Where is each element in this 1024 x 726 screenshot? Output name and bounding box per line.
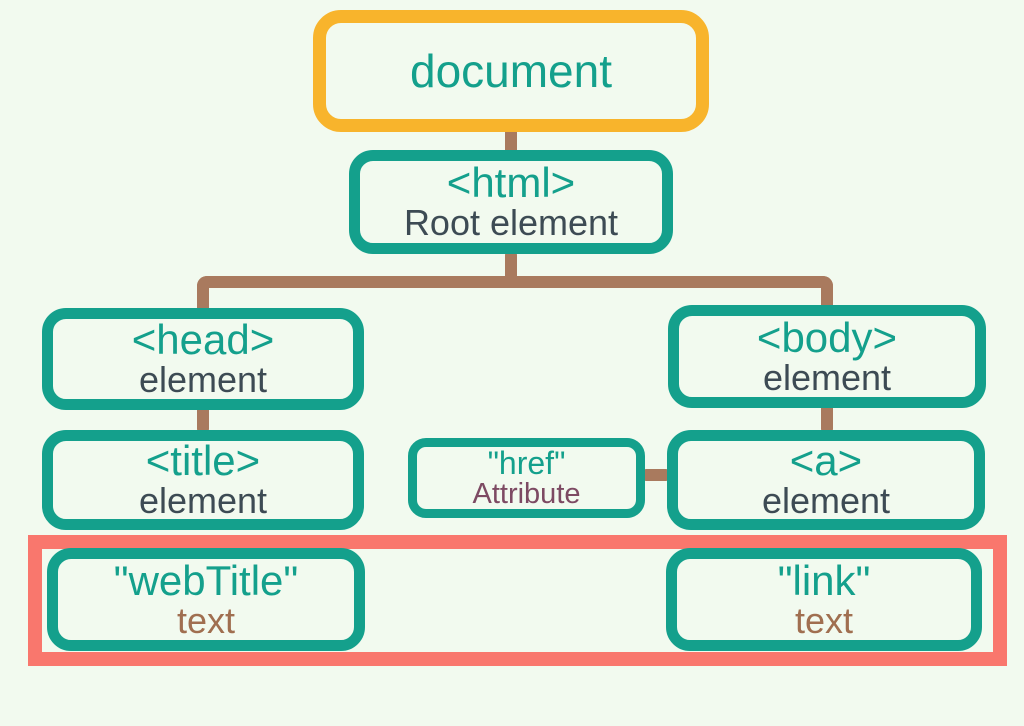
branch-connector-head-body bbox=[197, 276, 833, 310]
node-href-tag: "href" bbox=[487, 444, 566, 481]
node-href-sublabel: Attribute bbox=[472, 477, 581, 510]
node-document: document bbox=[313, 10, 709, 132]
highlight-rectangle bbox=[28, 535, 1007, 666]
connector-html-branch bbox=[505, 252, 517, 282]
connector-href-a bbox=[643, 469, 669, 481]
node-title-tag: <title> bbox=[145, 437, 261, 485]
node-webtitle-text: "webTitle" text bbox=[47, 548, 365, 651]
node-html: <html> Root element bbox=[349, 150, 673, 254]
node-title: <title> element bbox=[42, 430, 364, 530]
node-webtitle-tag: "webTitle" bbox=[113, 556, 299, 604]
node-href-attribute: "href" Attribute bbox=[408, 438, 645, 518]
node-a: <a> element bbox=[667, 430, 985, 530]
node-a-sublabel: element bbox=[761, 480, 891, 522]
node-body-tag: <body> bbox=[756, 313, 898, 361]
connector-head-title bbox=[197, 406, 209, 432]
node-link-sublabel: text bbox=[794, 599, 854, 641]
node-title-sublabel: element bbox=[138, 480, 268, 522]
node-document-label: document bbox=[409, 44, 612, 97]
node-body-sublabel: element bbox=[762, 356, 892, 398]
connector-document-html bbox=[505, 128, 517, 154]
node-html-tag: <html> bbox=[446, 159, 576, 207]
node-html-sublabel: Root element bbox=[403, 202, 619, 244]
node-link-tag: "link" bbox=[777, 556, 871, 604]
node-webtitle-sublabel: text bbox=[176, 599, 236, 641]
node-link-text: "link" text bbox=[666, 548, 982, 651]
node-head-sublabel: element bbox=[138, 359, 268, 401]
node-a-tag: <a> bbox=[789, 437, 863, 485]
node-body: <body> element bbox=[668, 305, 986, 408]
node-head: <head> element bbox=[42, 308, 364, 410]
node-head-tag: <head> bbox=[131, 316, 275, 364]
connector-body-a bbox=[821, 404, 833, 432]
